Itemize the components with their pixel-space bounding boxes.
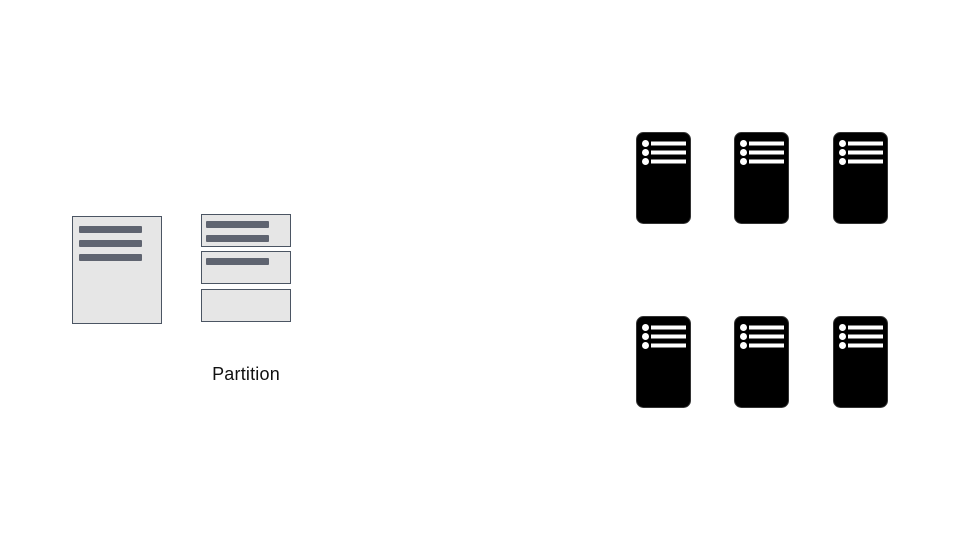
text-line <box>206 258 269 265</box>
partition-caption: Partition <box>212 364 280 384</box>
text-line <box>206 221 269 228</box>
server-icon <box>734 132 789 224</box>
server-icon <box>833 132 888 224</box>
partition-chunk-1-icon <box>201 214 291 247</box>
server-icon <box>833 316 888 408</box>
text-line <box>206 235 269 242</box>
server-icon <box>636 132 691 224</box>
partition-chunk-2-icon <box>201 251 291 284</box>
text-line <box>79 226 142 233</box>
text-line <box>79 240 142 247</box>
partition-chunk-3-icon <box>201 289 291 322</box>
server-icon <box>636 316 691 408</box>
text-line <box>79 254 142 261</box>
server-icon <box>734 316 789 408</box>
source-document-icon <box>72 216 162 324</box>
